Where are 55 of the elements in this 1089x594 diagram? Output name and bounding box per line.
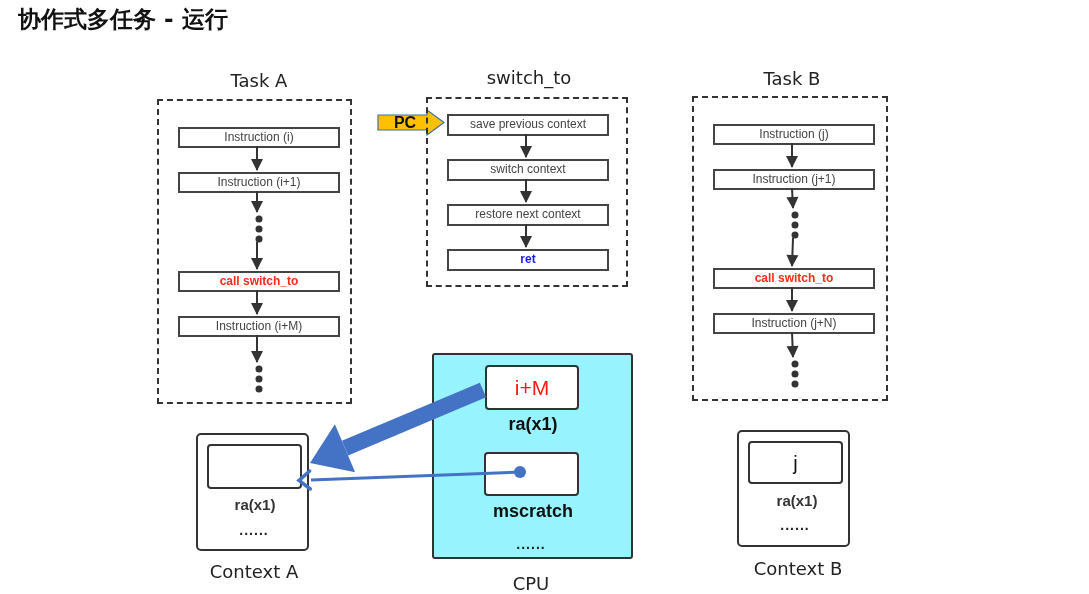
- instruction-text: Instruction (i): [224, 130, 294, 145]
- arrow: [251, 334, 263, 363]
- instruction-box: [178, 127, 340, 148]
- arrow: [520, 178, 532, 203]
- register-name: ra(x1): [233, 496, 277, 514]
- arrow: [251, 289, 263, 315]
- heading-label: CPU: [511, 574, 551, 594]
- heading-label: Task A: [229, 71, 289, 92]
- instruction-box: [447, 249, 609, 271]
- arrow: [786, 187, 799, 209]
- instruction-box: [713, 124, 875, 145]
- instruction-text: switch context: [490, 163, 566, 177]
- heading-label: switch_to: [485, 68, 573, 89]
- instruction-text: save previous context: [469, 118, 587, 132]
- instruction-text: ret: [520, 253, 536, 267]
- arrow: [786, 237, 799, 267]
- instruction-box: [178, 172, 340, 193]
- instruction-box: [713, 169, 875, 190]
- arrow: [520, 223, 532, 248]
- instruction-box: [713, 268, 875, 289]
- instruction-box: [178, 316, 340, 337]
- heading-label: Task B: [762, 69, 822, 90]
- heading-label: Context B: [752, 559, 844, 580]
- instruction-box: [447, 204, 609, 226]
- instruction-box: [178, 271, 340, 292]
- instruction-text: call switch_to: [219, 274, 299, 289]
- instruction-text: call switch_to: [754, 271, 834, 286]
- register-value: i+M: [514, 375, 550, 400]
- instruction-text: Instruction (j+N): [751, 316, 837, 331]
- ellipsis-text: ......: [515, 536, 547, 553]
- slide-title: 协作式多任务 - 运行: [18, 5, 228, 34]
- instruction-text: Instruction (j): [759, 127, 829, 142]
- arrow: [251, 145, 263, 171]
- heading-label: Context A: [208, 562, 300, 583]
- instruction-text: restore next context: [475, 208, 581, 222]
- arrow: [786, 286, 798, 312]
- register-name: mscratch: [491, 501, 574, 522]
- arrow: [251, 241, 263, 270]
- instruction-text: Instruction (j+1): [752, 172, 836, 187]
- arrow: [520, 133, 532, 158]
- register-value: j: [793, 451, 798, 474]
- instruction-box: [713, 313, 875, 334]
- arrow: [786, 331, 799, 358]
- instruction-box: [447, 114, 609, 136]
- register-name: ra(x1): [775, 492, 819, 510]
- pc-label: PC: [393, 113, 418, 132]
- instruction-box: [447, 159, 609, 181]
- instruction-text: Instruction (i+M): [215, 319, 303, 334]
- arrow: [251, 190, 263, 213]
- arrow: [786, 142, 798, 168]
- arrow: [297, 466, 526, 491]
- instruction-text: Instruction (i+1): [217, 175, 301, 190]
- ellipsis-text: ......: [779, 517, 811, 534]
- ellipsis-text: ......: [238, 522, 270, 539]
- register-name: ra(x1): [507, 414, 559, 435]
